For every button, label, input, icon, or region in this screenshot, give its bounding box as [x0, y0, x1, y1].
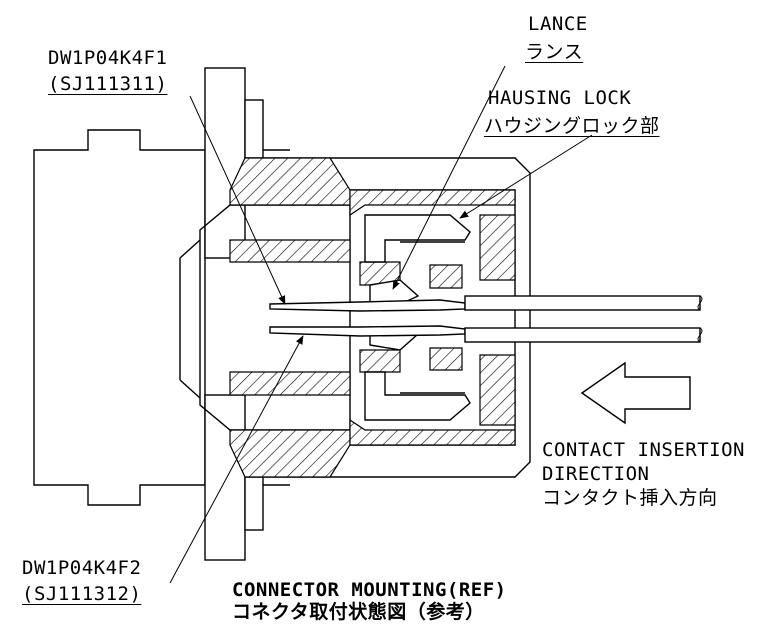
- housing-cross-section: [229, 157, 516, 478]
- lance-label-en: LANCE: [528, 13, 588, 35]
- wires: [464, 295, 703, 343]
- insertion-label-jp: コンタクト挿入方向: [542, 487, 718, 509]
- lance-features: [369, 279, 420, 351]
- contact-1-part-number: DW1P04K4F1: [48, 47, 168, 69]
- contact-upper: [269, 299, 466, 312]
- housing-lock-label-en: HAUSING LOCK: [488, 87, 632, 109]
- housing-lock-arms: [364, 214, 471, 421]
- mounting-panel-flange: [204, 67, 264, 561]
- insertion-direction-arrow: [580, 361, 691, 425]
- contact-1-code: (SJ111311): [48, 73, 168, 95]
- contact-lower: [269, 325, 466, 337]
- contact-2-part-number: DW1P04K4F2: [22, 557, 142, 579]
- leader-lines: [169, 65, 593, 584]
- contact-2-code: (SJ111312): [22, 583, 142, 605]
- lance-label-jp: ランス: [525, 41, 584, 63]
- housing-lock-label-jp: ハウジングロック部: [484, 115, 660, 137]
- insertion-label-line-2: DIRECTION: [542, 463, 650, 485]
- insertion-label-line-1: CONTACT INSERTION: [542, 439, 745, 461]
- caption-en: CONNECTOR MOUNTING(REF): [232, 579, 507, 601]
- caption-jp: コネクタ取付状態図（参考）: [232, 601, 485, 623]
